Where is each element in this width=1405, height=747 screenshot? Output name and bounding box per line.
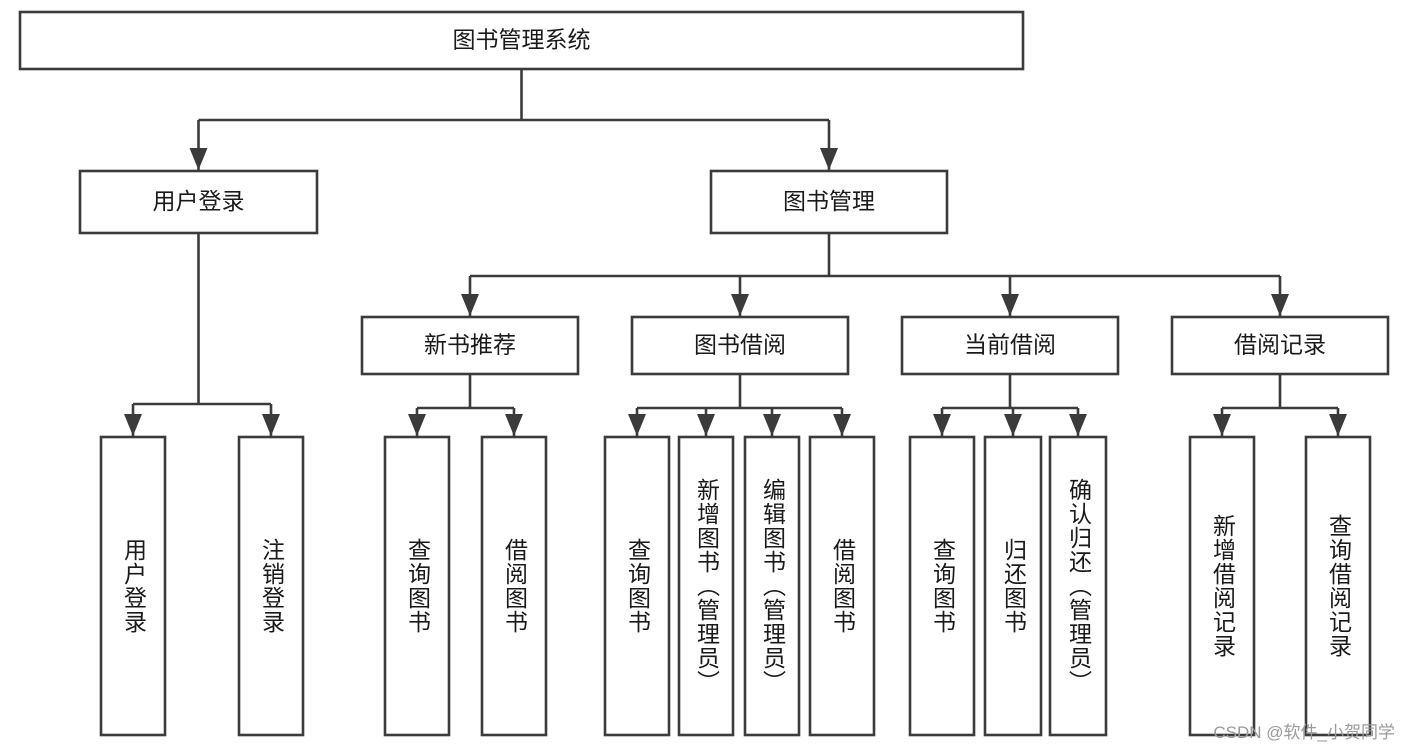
arrow-head-icon <box>763 414 781 436</box>
node-label-book-borrow: 图书借阅 <box>694 332 786 358</box>
arrow-head-icon <box>628 414 646 436</box>
node-box-leaf-logout[interactable] <box>237 435 305 737</box>
node-box-leaf-query-book-2[interactable] <box>603 435 671 737</box>
node-box-leaf-confirm-return[interactable] <box>1048 435 1108 737</box>
node-box-borrow-record[interactable] <box>1170 315 1390 376</box>
node-label-new-book-recommend: 新书推荐 <box>424 332 516 358</box>
watermark: CSDN @软件_小贺同学 <box>1213 723 1395 742</box>
node-label-root: 图书管理系统 <box>453 27 591 53</box>
connector-layer <box>124 69 1347 436</box>
node-label-book-manage: 图书管理 <box>783 188 875 214</box>
node-box-leaf-edit-book[interactable] <box>743 435 801 737</box>
arrow-head-icon <box>820 148 838 170</box>
arrow-head-icon <box>461 294 479 316</box>
arrow-head-icon <box>1004 414 1022 436</box>
node-box-leaf-borrow-book-1[interactable] <box>480 435 548 737</box>
node-label-current-borrow: 当前借阅 <box>964 332 1056 358</box>
arrow-head-icon <box>189 148 208 170</box>
node-box-book-manage[interactable] <box>709 169 949 235</box>
arrow-head-icon <box>1001 294 1019 316</box>
node-box-current-borrow[interactable] <box>900 315 1120 376</box>
arrow-head-icon <box>1329 414 1347 436</box>
arrow-head-icon <box>697 414 715 436</box>
box-layer <box>18 10 1390 737</box>
node-box-leaf-user-login[interactable] <box>99 435 167 737</box>
arrow-head-icon <box>124 414 142 436</box>
node-box-root[interactable] <box>18 10 1025 71</box>
node-box-leaf-query-book-3[interactable] <box>908 435 976 737</box>
node-box-new-book-recommend[interactable] <box>360 315 580 376</box>
arrow-head-icon <box>1069 414 1087 436</box>
node-box-leaf-borrow-book-2[interactable] <box>808 435 876 737</box>
node-box-leaf-query-record[interactable] <box>1304 435 1372 737</box>
node-label-user-login: 用户登录 <box>153 188 245 214</box>
arrow-head-icon <box>933 414 951 436</box>
arrow-head-icon <box>505 414 523 436</box>
arrow-head-icon <box>408 414 426 436</box>
arrow-head-icon <box>262 414 280 436</box>
arrow-head-icon <box>1213 414 1231 436</box>
node-box-leaf-add-record[interactable] <box>1188 435 1256 737</box>
node-box-leaf-return-book[interactable] <box>983 435 1043 737</box>
arrow-head-icon <box>833 414 851 436</box>
node-box-book-borrow[interactable] <box>630 315 850 376</box>
node-box-leaf-query-book-1[interactable] <box>383 435 451 737</box>
node-box-user-login[interactable] <box>78 169 319 235</box>
node-label-borrow-record: 借阅记录 <box>1234 332 1326 358</box>
node-box-leaf-add-book[interactable] <box>677 435 735 737</box>
arrow-head-icon <box>1271 294 1289 316</box>
arrow-head-icon <box>731 294 749 316</box>
